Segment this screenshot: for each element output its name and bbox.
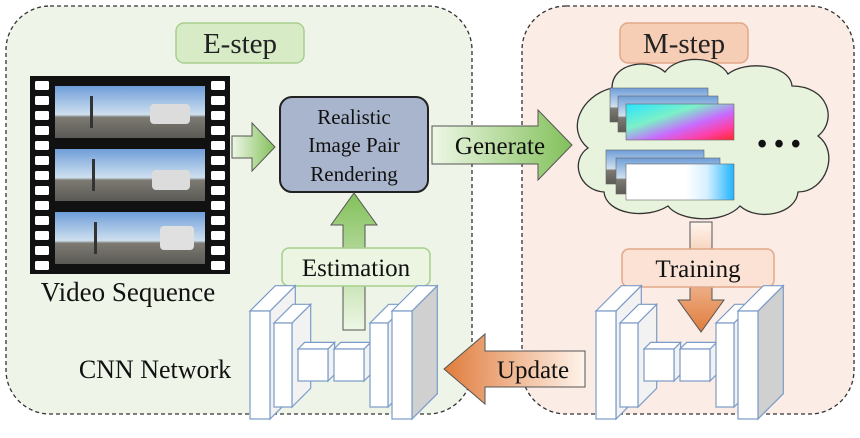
- cnn-layer-block: [332, 340, 373, 383]
- video-film-strip: [30, 76, 230, 274]
- ellipsis-dots: • • •: [757, 129, 800, 160]
- cnn-layer-block: [736, 284, 785, 421]
- film-sprocket-hole: [35, 111, 49, 120]
- flow-stack-bottom: [605, 149, 735, 201]
- video-frame: [55, 149, 205, 201]
- film-sprocket-hole: [35, 216, 49, 225]
- film-sprocket-hole: [35, 171, 49, 180]
- video-frame: [55, 86, 205, 138]
- estimation-label: Estimation: [302, 255, 411, 282]
- rendering-line-2: Image Pair: [308, 133, 400, 157]
- film-sprocket-hole: [211, 156, 225, 165]
- optical-flow-image: [625, 163, 735, 201]
- film-sprocket-hole: [211, 96, 225, 105]
- film-sprocket-hole: [211, 81, 225, 90]
- film-sprocket-hole: [211, 126, 225, 135]
- film-sprocket-hole: [211, 261, 225, 270]
- film-sprocket-hole: [35, 156, 49, 165]
- cnn-layer-block: [678, 340, 719, 383]
- arrow-generate: Generate: [431, 108, 573, 182]
- film-sprocket-hole: [35, 201, 49, 210]
- cnn-layer-block: [296, 340, 337, 383]
- generated-pairs-cloud: • • •: [576, 58, 830, 220]
- rendering-line-3: Rendering: [310, 162, 398, 186]
- video-sequence-label: Video Sequence: [41, 277, 216, 307]
- film-sprocket-hole: [35, 81, 49, 90]
- film-sprocket-hole: [211, 201, 225, 210]
- film-sprocket-hole: [35, 246, 49, 255]
- film-sprocket-hole: [211, 171, 225, 180]
- update-label: Update: [497, 357, 569, 384]
- film-sprocket-hole: [35, 186, 49, 195]
- training-label-box: [621, 248, 775, 288]
- film-sprocket-hole: [211, 246, 225, 255]
- arrow-update: Update: [443, 332, 586, 406]
- arrow-video-to-render: [231, 121, 276, 173]
- film-sprocket-hole: [211, 216, 225, 225]
- image-pair-rendering-box: Realistic Image Pair Rendering: [279, 96, 429, 193]
- m-step-title: M-step: [643, 28, 725, 60]
- training-label: Training: [655, 256, 741, 283]
- cnn-network-right: [594, 284, 785, 421]
- estimation-label-box: [281, 247, 431, 287]
- film-sprocket-hole: [211, 186, 225, 195]
- generate-label: Generate: [455, 133, 545, 160]
- film-sprocket-hole: [35, 231, 49, 240]
- film-sprocket-hole: [35, 126, 49, 135]
- video-frame: [55, 212, 205, 264]
- film-sprocket-hole: [35, 141, 49, 150]
- film-sprocket-hole: [211, 141, 225, 150]
- optical-flow-image: [625, 103, 735, 141]
- cnn-layer-block: [642, 340, 683, 383]
- cnn-network-left: [248, 284, 439, 421]
- film-sprocket-hole: [211, 111, 225, 120]
- e-step-title-box: [175, 22, 305, 64]
- rendering-line-1: Realistic: [317, 105, 390, 129]
- film-sprocket-hole: [35, 261, 49, 270]
- film-sprocket-hole: [211, 231, 225, 240]
- film-sprocket-hole: [35, 96, 49, 105]
- cnn-layer-block: [390, 284, 439, 421]
- e-step-title: E-step: [203, 28, 277, 60]
- flow-stack-top: [609, 87, 735, 141]
- cnn-network-label: CNN Network: [79, 355, 231, 384]
